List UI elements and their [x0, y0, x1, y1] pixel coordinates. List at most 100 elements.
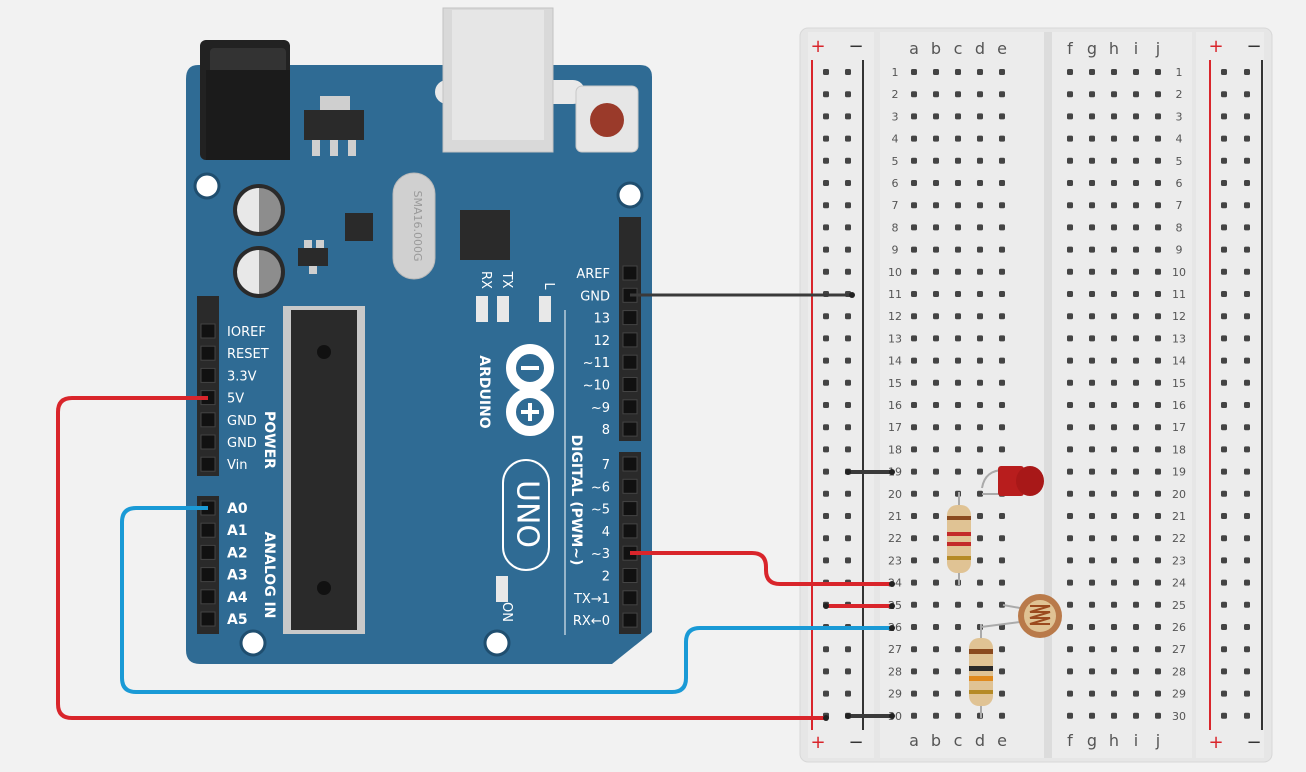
breadboard-hole[interactable] [933, 490, 939, 497]
breadboard-hole[interactable] [911, 690, 917, 697]
rail-hole[interactable] [1244, 690, 1250, 697]
breadboard-hole[interactable] [1067, 268, 1073, 275]
breadboard-hole[interactable] [933, 291, 939, 297]
rail-hole[interactable] [823, 668, 829, 675]
breadboard-hole[interactable] [1067, 379, 1073, 386]
breadboard-hole[interactable] [1111, 690, 1117, 697]
breadboard-hole[interactable] [1133, 579, 1139, 586]
breadboard-hole[interactable] [911, 180, 917, 186]
rail-hole[interactable] [1221, 513, 1227, 519]
rail-hole[interactable] [1244, 224, 1250, 231]
breadboard-hole[interactable] [1133, 490, 1139, 497]
breadboard-hole[interactable] [933, 69, 939, 75]
header-pin[interactable] [200, 412, 216, 428]
breadboard-hole[interactable] [1133, 335, 1139, 342]
breadboard-hole[interactable] [1089, 402, 1095, 408]
breadboard-hole[interactable] [977, 291, 983, 297]
breadboard-hole[interactable] [999, 535, 1005, 542]
breadboard-hole[interactable] [1155, 113, 1161, 120]
rail-hole[interactable] [1221, 446, 1227, 453]
rail-hole[interactable] [845, 157, 851, 164]
breadboard-hole[interactable] [1111, 91, 1117, 98]
breadboard-hole[interactable] [1067, 712, 1073, 719]
breadboard-hole[interactable] [1089, 557, 1095, 564]
breadboard-hole[interactable] [1111, 513, 1117, 519]
breadboard-hole[interactable] [955, 624, 961, 630]
breadboard-hole[interactable] [1089, 468, 1095, 475]
breadboard-hole[interactable] [1111, 379, 1117, 386]
breadboard-hole[interactable] [1155, 624, 1161, 630]
breadboard-hole[interactable] [911, 357, 917, 364]
breadboard-hole[interactable] [933, 513, 939, 519]
breadboard-hole[interactable] [977, 357, 983, 364]
breadboard-hole[interactable] [1133, 535, 1139, 542]
breadboard-hole[interactable] [1155, 268, 1161, 275]
breadboard-hole[interactable] [911, 712, 917, 719]
breadboard-hole[interactable] [977, 313, 983, 320]
breadboard-hole[interactable] [1155, 668, 1161, 675]
rail-hole[interactable] [1244, 246, 1250, 253]
rail-hole[interactable] [1221, 268, 1227, 275]
breadboard-hole[interactable] [911, 446, 917, 453]
header-pin[interactable] [622, 523, 638, 539]
header-pin[interactable] [622, 501, 638, 517]
rail-hole[interactable] [1244, 446, 1250, 453]
breadboard-hole[interactable] [1155, 601, 1161, 608]
breadboard-hole[interactable] [955, 291, 961, 297]
rail-hole[interactable] [1221, 157, 1227, 164]
breadboard-hole[interactable] [933, 690, 939, 697]
breadboard-hole[interactable] [999, 291, 1005, 297]
breadboard-hole[interactable] [955, 357, 961, 364]
breadboard-hole[interactable] [999, 180, 1005, 186]
header-pin[interactable] [622, 568, 638, 583]
breadboard-hole[interactable] [1155, 646, 1161, 653]
breadboard-hole[interactable] [1089, 202, 1095, 209]
breadboard-hole[interactable] [955, 180, 961, 186]
rail-hole[interactable] [1221, 424, 1227, 431]
breadboard-hole[interactable] [1111, 246, 1117, 253]
rail-hole[interactable] [1244, 291, 1250, 297]
breadboard-hole[interactable] [1133, 690, 1139, 697]
breadboard-hole[interactable] [1089, 446, 1095, 453]
breadboard-hole[interactable] [977, 268, 983, 275]
breadboard-hole[interactable] [1133, 224, 1139, 231]
breadboard-hole[interactable] [1089, 579, 1095, 586]
breadboard-hole[interactable] [1133, 646, 1139, 653]
rail-hole[interactable] [1244, 557, 1250, 564]
rail-hole[interactable] [823, 113, 829, 120]
rail-hole[interactable] [1244, 379, 1250, 386]
rail-hole[interactable] [823, 535, 829, 542]
breadboard-hole[interactable] [1133, 379, 1139, 386]
rail-hole[interactable] [1221, 224, 1227, 231]
breadboard-hole[interactable] [911, 202, 917, 209]
breadboard-hole[interactable] [1133, 402, 1139, 408]
rail-hole[interactable] [1244, 357, 1250, 364]
breadboard-hole[interactable] [1089, 379, 1095, 386]
rail-hole[interactable] [1244, 202, 1250, 209]
breadboard-hole[interactable] [955, 468, 961, 475]
breadboard-hole[interactable] [977, 513, 983, 519]
breadboard-hole[interactable] [955, 268, 961, 275]
photoresistor[interactable] [980, 594, 1062, 638]
breadboard-hole[interactable] [999, 424, 1005, 431]
breadboard-hole[interactable] [955, 224, 961, 231]
breadboard-hole[interactable] [977, 246, 983, 253]
breadboard-hole[interactable] [933, 379, 939, 386]
breadboard-hole[interactable] [955, 202, 961, 209]
rail-hole[interactable] [823, 379, 829, 386]
breadboard-hole[interactable] [933, 268, 939, 275]
breadboard-hole[interactable] [1155, 379, 1161, 386]
rail-hole[interactable] [823, 91, 829, 98]
breadboard-hole[interactable] [911, 69, 917, 75]
rail-hole[interactable] [845, 424, 851, 431]
breadboard-hole[interactable] [1155, 246, 1161, 253]
breadboard-hole[interactable] [1155, 313, 1161, 320]
breadboard-hole[interactable] [933, 180, 939, 186]
breadboard-hole[interactable] [1089, 246, 1095, 253]
breadboard-hole[interactable] [1155, 157, 1161, 164]
breadboard-hole[interactable] [1067, 91, 1073, 98]
breadboard-hole[interactable] [933, 202, 939, 209]
breadboard-hole[interactable] [1133, 91, 1139, 98]
resistor-1[interactable] [947, 492, 971, 585]
